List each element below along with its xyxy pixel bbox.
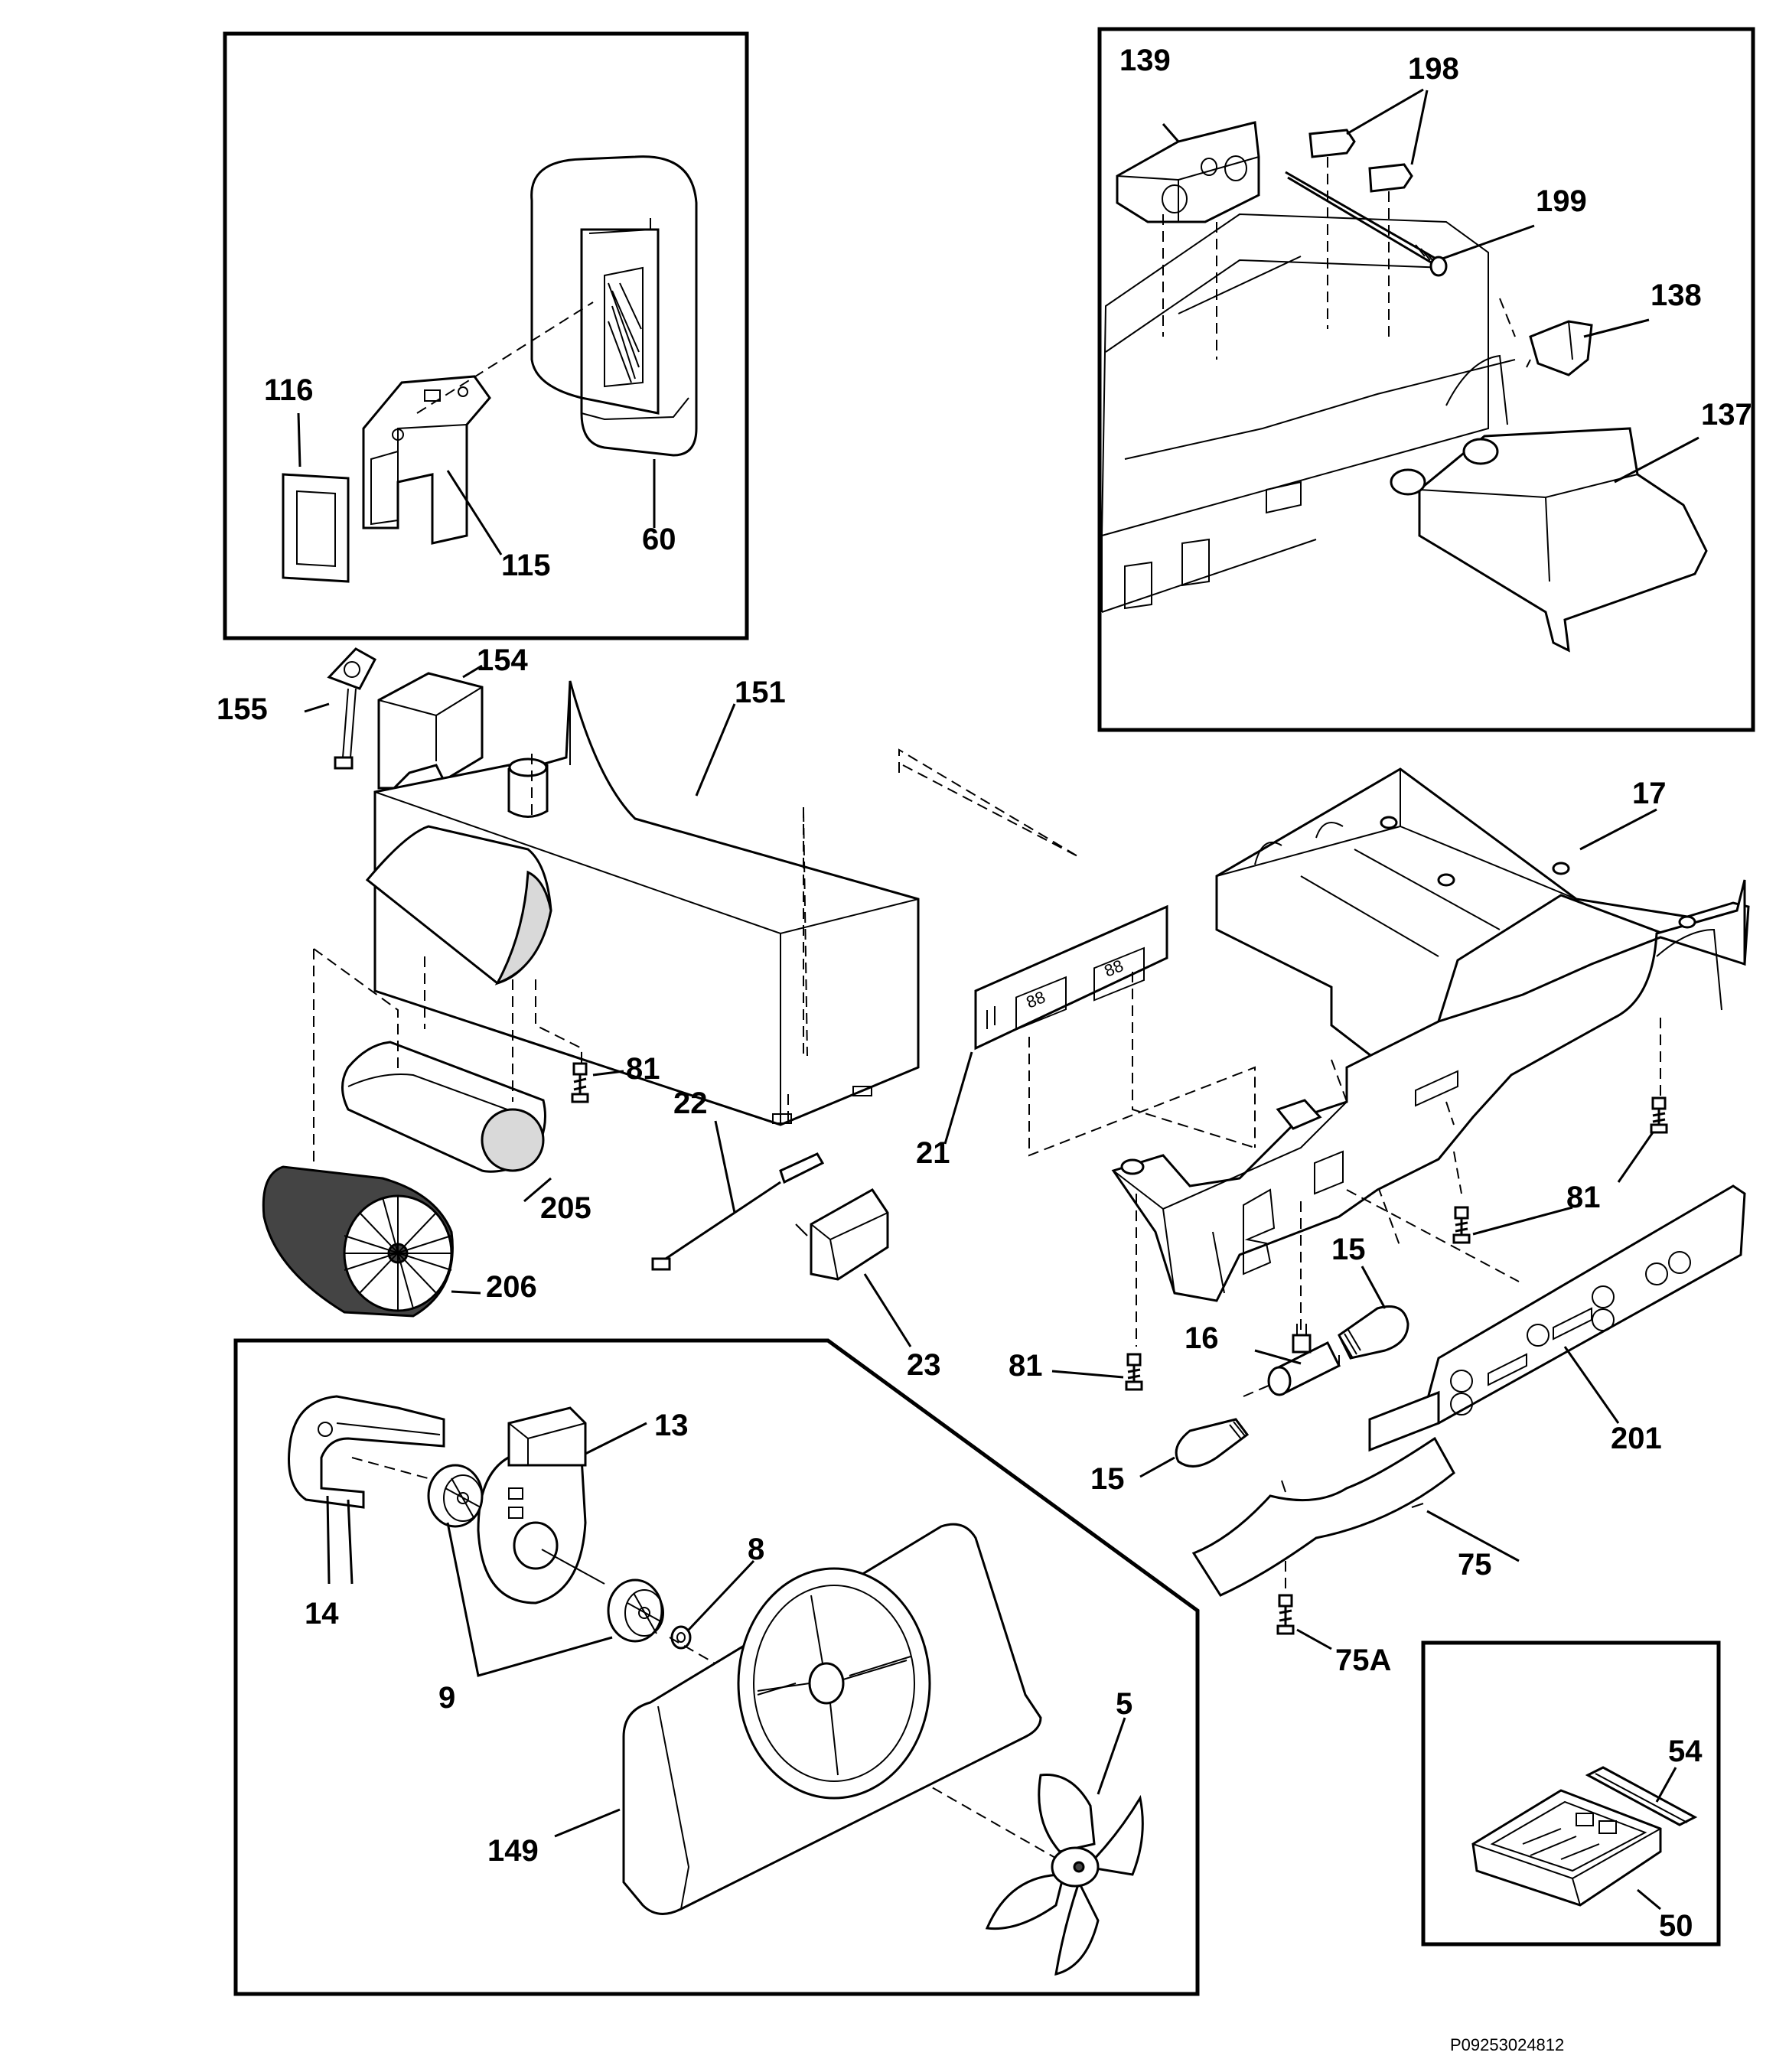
callout-13: 13 — [654, 1409, 689, 1442]
callout-206: 206 — [486, 1270, 537, 1304]
part-116-gasket — [282, 473, 350, 583]
callout-14: 14 — [305, 1597, 339, 1631]
part-22-sensor — [651, 1120, 825, 1271]
part-137-switch — [1390, 427, 1708, 653]
callout-151: 151 — [735, 676, 786, 709]
part-151-fan-drum — [365, 825, 552, 986]
callout-16: 16 — [1185, 1321, 1219, 1355]
part-205-housing — [341, 1041, 546, 1173]
part-198-clips — [1308, 129, 1413, 193]
part-154-cover — [377, 672, 484, 790]
screw-81-b — [1650, 1096, 1668, 1134]
part-9-bushing-a — [427, 1464, 484, 1528]
part-206-fan-wheel — [262, 1165, 454, 1318]
callout-155: 155 — [217, 692, 268, 726]
part-151-duct — [373, 680, 920, 1126]
callout-198: 198 — [1408, 52, 1459, 86]
part-8-washer — [670, 1625, 692, 1650]
callout-22: 22 — [673, 1086, 708, 1120]
callout-15-a: 15 — [1331, 1233, 1366, 1266]
callout-116: 116 — [264, 373, 314, 407]
part-75-shield — [1191, 1436, 1455, 1597]
screw-81-a — [571, 1062, 589, 1103]
part-199-rod — [1285, 171, 1448, 277]
screw-75a — [1276, 1594, 1295, 1635]
callout-17: 17 — [1632, 777, 1667, 810]
inset-frame-bottom-left — [233, 1338, 1200, 1996]
screw-81-c — [1452, 1206, 1471, 1244]
callout-205: 205 — [540, 1191, 591, 1225]
part-115-module — [362, 375, 491, 545]
screw-81-d — [1125, 1353, 1143, 1391]
part-60-housing — [530, 155, 698, 457]
part-9-bushing-b — [607, 1578, 664, 1643]
part-13-motor — [477, 1406, 605, 1604]
callout-201: 201 — [1611, 1422, 1662, 1455]
part-139-block — [1116, 121, 1260, 223]
callout-199: 199 — [1536, 184, 1587, 218]
part-15-bulb-lower — [1175, 1418, 1250, 1468]
part-54-clip — [1585, 1766, 1698, 1826]
callout-21: 21 — [916, 1136, 950, 1170]
callout-15-b: 15 — [1090, 1462, 1125, 1496]
callout-60: 60 — [642, 523, 676, 556]
part-138-bracket — [1529, 320, 1593, 376]
callout-139: 139 — [1119, 44, 1171, 77]
callout-149: 149 — [487, 1834, 539, 1868]
callout-54: 54 — [1668, 1735, 1703, 1768]
part-15-bulb-upper — [1338, 1305, 1409, 1360]
part-50-control-module — [1471, 1789, 1662, 1907]
inset-frame-bottom-right — [1421, 1640, 1721, 1947]
part-155-fan-small — [327, 647, 377, 770]
callout-81-a: 81 — [626, 1052, 660, 1086]
part-5-fan-blade — [985, 1774, 1144, 1976]
inset-frame-top-left — [223, 31, 749, 640]
part-21-display-board — [974, 904, 1168, 1051]
callout-9: 9 — [438, 1681, 455, 1715]
part-23-cover — [795, 1188, 889, 1281]
inset-frame-top-right — [1097, 27, 1755, 732]
part-16-switch — [1267, 1324, 1341, 1396]
callout-138: 138 — [1651, 279, 1702, 312]
callout-75: 75 — [1458, 1548, 1492, 1582]
callout-137: 137 — [1701, 398, 1752, 432]
part-17-mirror-view — [1100, 213, 1516, 613]
callout-50: 50 — [1659, 1909, 1693, 1943]
callout-154: 154 — [477, 643, 528, 677]
callout-23: 23 — [907, 1348, 941, 1382]
part-17-dispenser-housing — [1111, 767, 1750, 1302]
callout-75a: 75A — [1335, 1644, 1391, 1677]
callout-115: 115 — [501, 549, 551, 582]
part-149-shroud — [622, 1523, 1042, 1915]
callout-81-c: 81 — [1009, 1349, 1043, 1383]
part-201-overlay — [1368, 1184, 1746, 1452]
callout-8: 8 — [748, 1533, 764, 1566]
part-14-bracket — [288, 1395, 445, 1509]
callout-5: 5 — [1116, 1687, 1132, 1721]
diagram-code: P09253024812 — [1450, 2035, 1564, 2054]
callout-81-b: 81 — [1566, 1181, 1601, 1214]
